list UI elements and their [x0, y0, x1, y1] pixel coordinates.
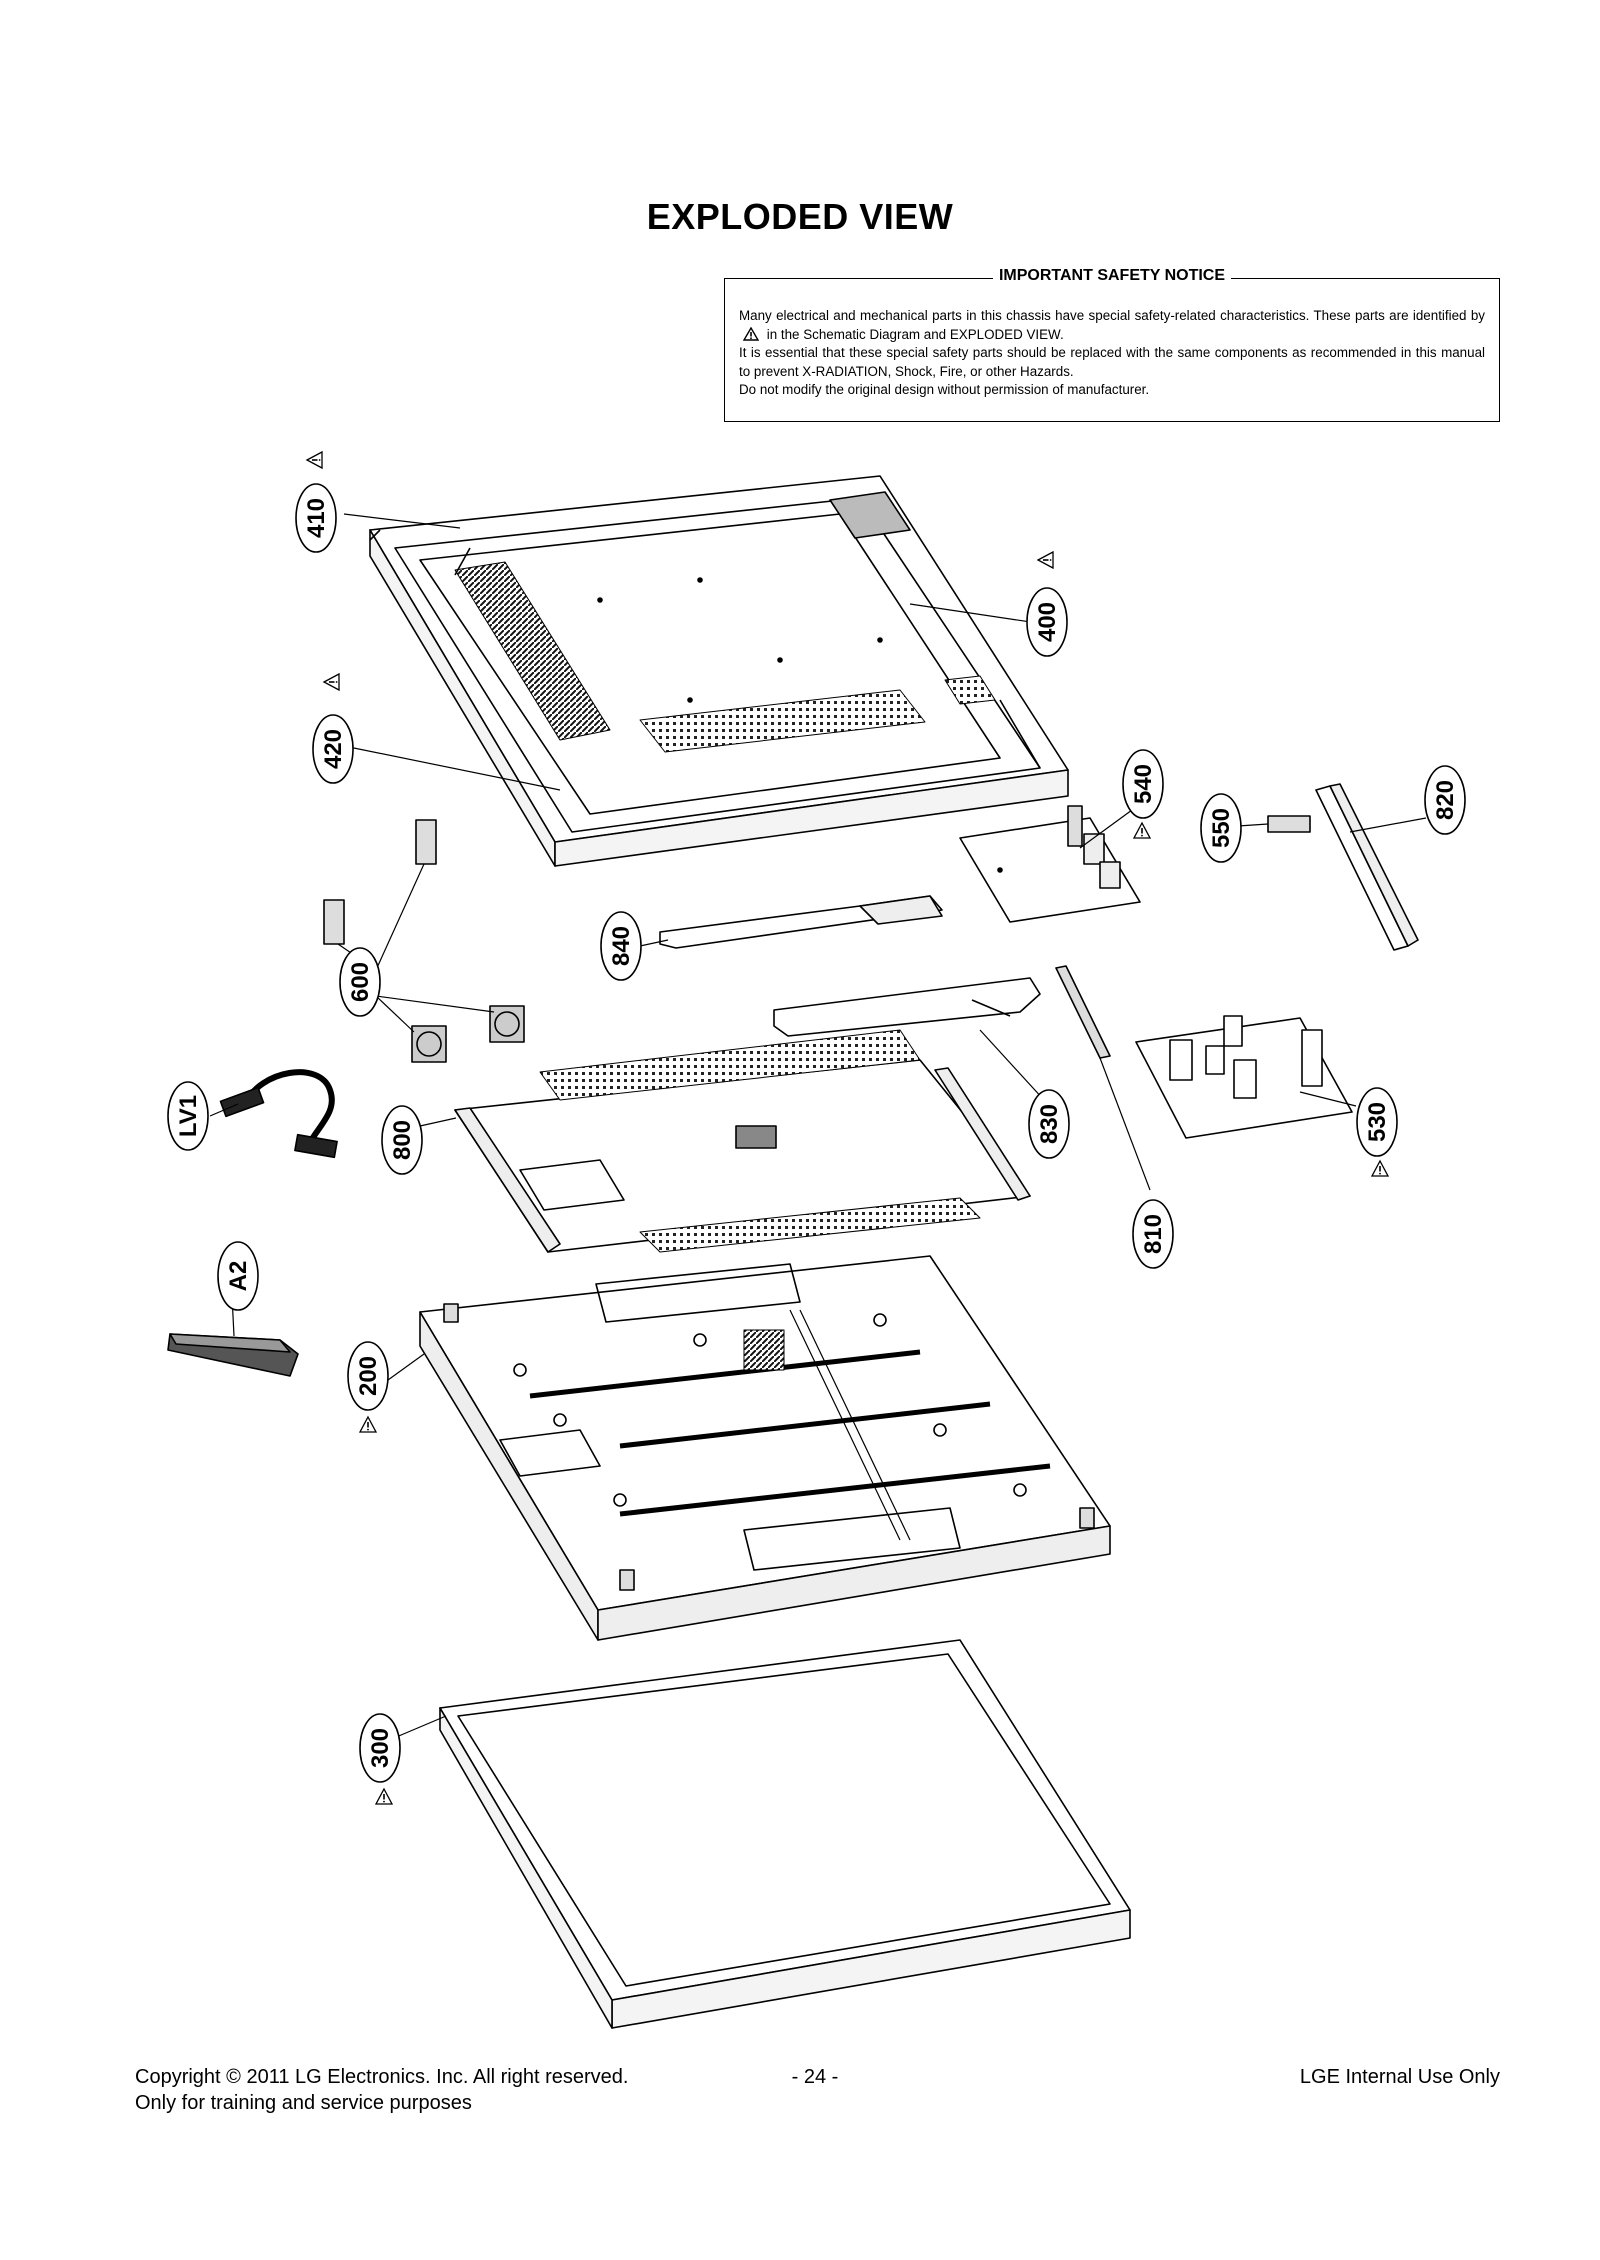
- bracket-840: [659, 895, 943, 949]
- callout-550: 550: [1208, 808, 1235, 848]
- notice-line-3: Do not modify the original design withou…: [739, 382, 1150, 397]
- callout-810: 810: [1140, 1214, 1167, 1254]
- callout-410: 410: [303, 498, 330, 538]
- footer-purpose: Only for training and service purposes: [135, 2092, 472, 2114]
- lvds-cable: [219, 1069, 338, 1159]
- callout-a2: A2: [225, 1261, 252, 1292]
- callout-820: 820: [1432, 780, 1459, 820]
- page-title: EXPLODED VIEW: [646, 196, 954, 237]
- front-cabinet: [439, 1639, 1131, 2029]
- callout-300: 300: [367, 1728, 394, 1768]
- warning-triangle-icon: [743, 326, 759, 341]
- lcd-panel-module: [419, 1255, 1111, 1641]
- callout-530: 530: [1364, 1102, 1391, 1142]
- notice-line-2: It is essential that these special safet…: [739, 345, 1485, 379]
- callout-830: 830: [1036, 1104, 1063, 1144]
- callout-lv1: LV1: [175, 1095, 202, 1137]
- safety-notice-box: IMPORTANT SAFETY NOTICE Many electrical …: [724, 267, 1500, 422]
- fan-set: [323, 819, 525, 1063]
- warning-triangle-icon: [323, 673, 340, 691]
- page-number: - 24 -: [791, 2066, 839, 2088]
- warning-triangle-icon: [1371, 1160, 1389, 1177]
- callout-labels: 410 400 420 540 550 820 840 600 LV1 800 …: [175, 498, 1459, 1768]
- warning-triangle-icon: [375, 1788, 393, 1805]
- callout-800: 800: [389, 1120, 416, 1160]
- main-board: [959, 805, 1141, 923]
- footer-left: Copyright © 2011 LG Electronics. Inc. Al…: [135, 2064, 628, 2116]
- callout-ellipses: [167, 483, 1466, 1783]
- callout-540: 540: [1130, 764, 1157, 804]
- callout-600: 600: [347, 962, 374, 1002]
- warning-triangle-icon: [1037, 551, 1054, 569]
- callout-200: 200: [355, 1356, 382, 1396]
- main-frame-chassis: [454, 1029, 1031, 1253]
- callout-400: 400: [1034, 602, 1061, 642]
- bracket-810: [1055, 965, 1111, 1059]
- bracket-830: [773, 977, 1041, 1037]
- remote-control: [167, 1333, 299, 1377]
- back-cover: [369, 475, 1069, 867]
- callout-840: 840: [608, 926, 635, 966]
- notice-line-1-tail: in the Schematic Diagram and EXPLODED VI…: [766, 326, 1064, 342]
- power-board: [1135, 1015, 1353, 1139]
- warning-triangle-icon: [359, 1416, 377, 1433]
- warning-triangle-icon: [1133, 822, 1151, 839]
- safety-notice-body: Many electrical and mechanical parts in …: [739, 307, 1485, 400]
- ir-board: [1267, 783, 1419, 951]
- callout-420: 420: [320, 729, 347, 769]
- safety-notice-heading: IMPORTANT SAFETY NOTICE: [992, 267, 1232, 284]
- warning-triangle-icon: [306, 451, 323, 469]
- footer-copyright: Copyright © 2011 LG Electronics. Inc. Al…: [135, 2066, 629, 2088]
- notice-line-1: Many electrical and mechanical parts in …: [739, 308, 1485, 323]
- footer-internal: LGE Internal Use Only: [1299, 2066, 1500, 2088]
